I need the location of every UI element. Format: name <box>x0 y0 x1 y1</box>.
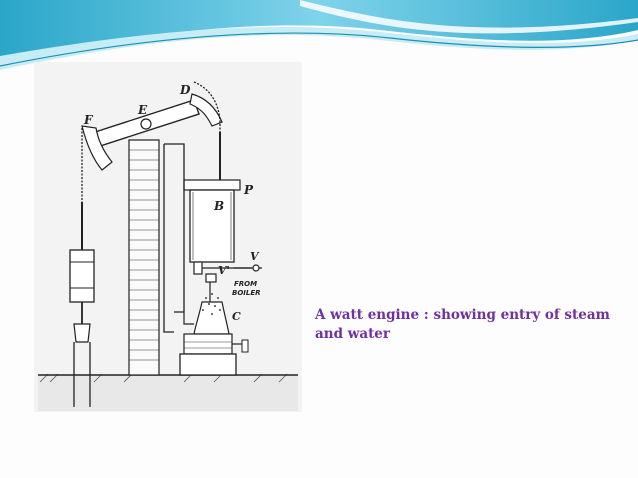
label-from: FROM <box>234 280 257 288</box>
label-d: D <box>179 83 191 97</box>
watt-engine-illustration: E D F B P V V' C FROM BOILER <box>34 62 302 412</box>
condenser <box>174 293 249 376</box>
steam-cylinder <box>183 179 241 263</box>
label-p: P <box>243 183 254 197</box>
label-v: V <box>250 250 260 263</box>
label-e: E <box>137 103 148 117</box>
rocking-beam <box>81 93 223 171</box>
label-b: B <box>213 199 224 213</box>
watt-engine-figure: E D F B P V V' C FROM BOILER <box>34 62 302 412</box>
label-v-prime: V' <box>218 264 230 277</box>
ground <box>38 373 298 411</box>
chains <box>81 81 221 202</box>
label-f: F <box>83 113 94 127</box>
pump-rod <box>69 202 95 407</box>
brick-pillar <box>128 139 160 376</box>
label-c: C <box>232 310 241 323</box>
steam-pipe <box>163 143 185 333</box>
figure-caption: A watt engine : showing entry of steam a… <box>315 307 610 342</box>
header-wave-decoration <box>0 0 638 70</box>
label-boiler: BOILER <box>232 289 261 297</box>
valves <box>193 261 262 302</box>
